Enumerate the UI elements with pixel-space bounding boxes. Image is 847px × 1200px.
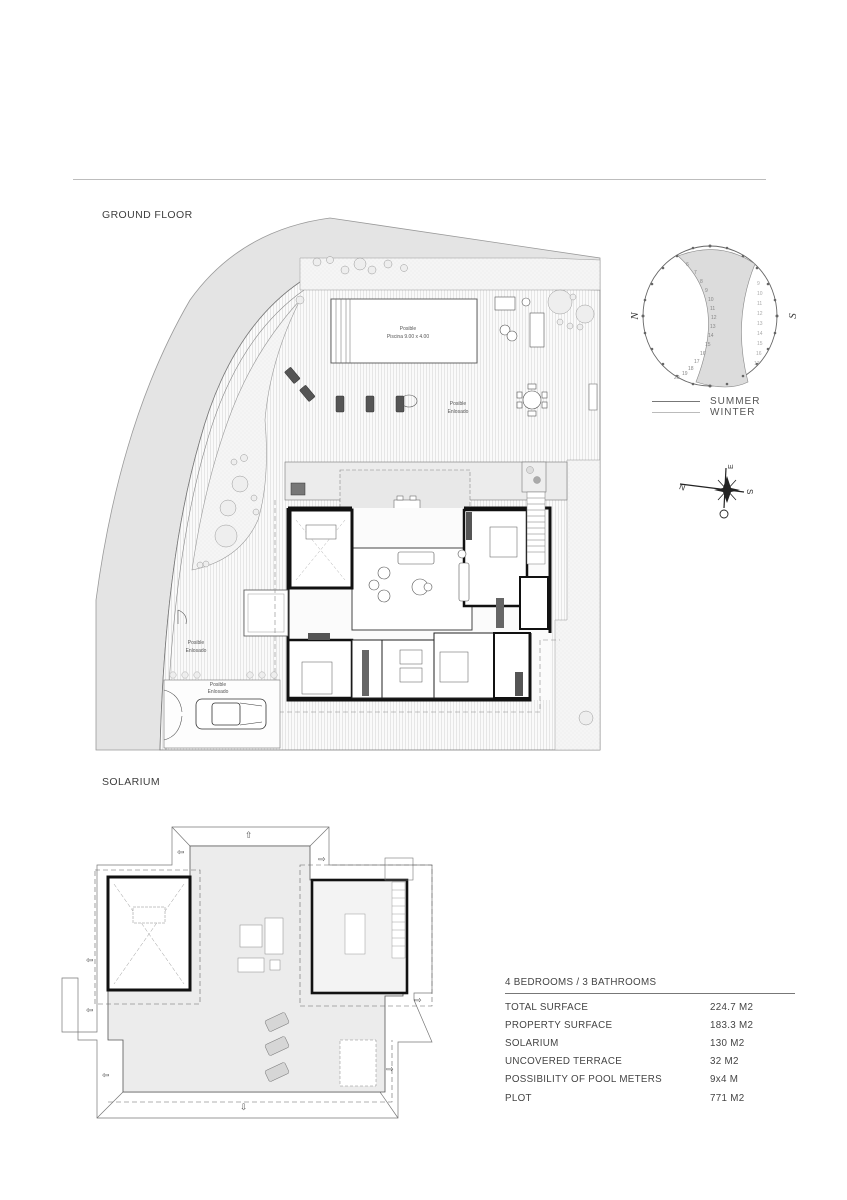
svg-text:⇩: ⇩ [240, 1103, 248, 1113]
sun-south-label: S [787, 313, 799, 319]
svg-text:12: 12 [757, 311, 763, 317]
compass-s: S [745, 489, 754, 494]
svg-text:18: 18 [688, 366, 694, 372]
spec-value: 224.7 M2 [710, 1001, 754, 1013]
svg-text:17: 17 [754, 361, 760, 367]
spec-row: PLOT 771 M2 [505, 1089, 795, 1107]
spec-label: PLOT [505, 1092, 532, 1104]
legend-winter-label: WINTER [710, 407, 756, 418]
paving-label-3a: Posible [210, 682, 227, 688]
compass-e: E [728, 464, 735, 469]
compass-n: N [678, 482, 687, 493]
summer-line-swatch [652, 401, 700, 402]
paving-label-2b: Enlosado [186, 648, 207, 654]
svg-text:⇨: ⇨ [386, 1065, 394, 1075]
svg-text:14: 14 [757, 331, 763, 337]
paving-label-3b: Enlosado [208, 689, 229, 695]
car-icon [195, 698, 267, 730]
winter-line-swatch [652, 412, 700, 413]
spec-label: PROPERTY SURFACE [505, 1019, 613, 1031]
svg-text:19: 19 [682, 371, 688, 377]
spec-row: SOLARIUM 130 M2 [505, 1034, 795, 1052]
svg-text:15: 15 [705, 342, 711, 348]
spec-row: TOTAL SURFACE 224.7 M2 [505, 998, 795, 1016]
paving-label-1b: Enlosado [448, 409, 469, 415]
svg-text:10: 10 [757, 291, 763, 297]
svg-text:7: 7 [694, 270, 697, 276]
specs-heading: 4 BEDROOMS / 3 BATHROOMS [505, 977, 795, 994]
svg-text:11: 11 [710, 306, 715, 312]
header-divider [73, 179, 766, 180]
svg-text:⇦: ⇦ [177, 848, 185, 858]
svg-text:14: 14 [708, 333, 714, 339]
paving-label-1a: Posible [450, 401, 467, 407]
solarium-plan: ⇧ ⇦ ⇨ ⇦ ⇦ ⇨ ⇨ ⇦ ⇩ [61, 826, 433, 1119]
spec-row: UNCOVERED TERRACE 32 M2 [505, 1053, 795, 1071]
svg-text:9: 9 [757, 281, 760, 287]
compass-rose-icon: N S E [678, 464, 754, 519]
spec-label: SOLARIUM [505, 1037, 559, 1049]
svg-text:17: 17 [694, 359, 700, 365]
svg-text:⇧: ⇧ [245, 831, 253, 841]
spec-value: 130 M2 [710, 1037, 745, 1049]
spec-label: TOTAL SURFACE [505, 1001, 589, 1013]
spec-label: UNCOVERED TERRACE [505, 1056, 623, 1068]
house-walls [243, 491, 560, 713]
svg-text:16: 16 [700, 351, 706, 357]
spec-value: 9x4 M [710, 1074, 739, 1086]
legend-summer-label: SUMMER [710, 396, 761, 407]
pool-size-label: Piscina 9.00 x 4.00 [387, 334, 429, 340]
svg-text:⇦: ⇦ [86, 1006, 94, 1016]
svg-text:15: 15 [757, 341, 763, 347]
ground-floor-title: GROUND FLOOR [102, 209, 193, 221]
svg-text:13: 13 [757, 321, 763, 327]
spec-row: POSSIBILITY OF POOL METERS 9x4 M [505, 1071, 795, 1089]
spec-value: 32 M2 [710, 1056, 739, 1068]
spec-value: 183.3 M2 [710, 1019, 754, 1031]
sun-north-label: N [629, 312, 641, 321]
svg-text:⇦: ⇦ [86, 956, 94, 966]
svg-text:11: 11 [757, 301, 762, 307]
svg-text:6: 6 [686, 262, 689, 268]
svg-text:9: 9 [705, 288, 708, 294]
solarium-title: SOLARIUM [102, 776, 161, 788]
svg-text:⇨: ⇨ [414, 996, 422, 1006]
legend-winter: WINTER [652, 407, 772, 418]
spec-label: POSSIBILITY OF POOL METERS [505, 1074, 662, 1086]
pool-label: Posible [400, 326, 417, 332]
sun-path-chart: N S 6 7 8 9 10 11 12 13 14 15 16 17 18 1… [629, 244, 799, 388]
spec-row: PROPERTY SURFACE 183.3 M2 [505, 1016, 795, 1034]
svg-text:10: 10 [708, 297, 714, 303]
legend-summer: SUMMER [652, 396, 772, 407]
spec-value: 771 M2 [710, 1092, 745, 1104]
paving-label-2a: Posible [188, 640, 205, 646]
svg-text:12: 12 [711, 315, 717, 321]
property-specs-table: 4 BEDROOMS / 3 BATHROOMS TOTAL SURFACE 2… [505, 977, 795, 1107]
svg-text:13: 13 [710, 324, 716, 330]
svg-text:8: 8 [700, 279, 703, 285]
svg-text:⇨: ⇨ [318, 855, 326, 865]
sun-chart-legend: SUMMER WINTER [652, 396, 772, 418]
svg-text:20: 20 [674, 375, 680, 381]
svg-text:16: 16 [756, 351, 762, 357]
svg-text:⇦: ⇦ [102, 1071, 110, 1081]
ground-floor-plan: Posible Piscina 9.00 x 4.00 Posible Enlo… [95, 217, 601, 751]
